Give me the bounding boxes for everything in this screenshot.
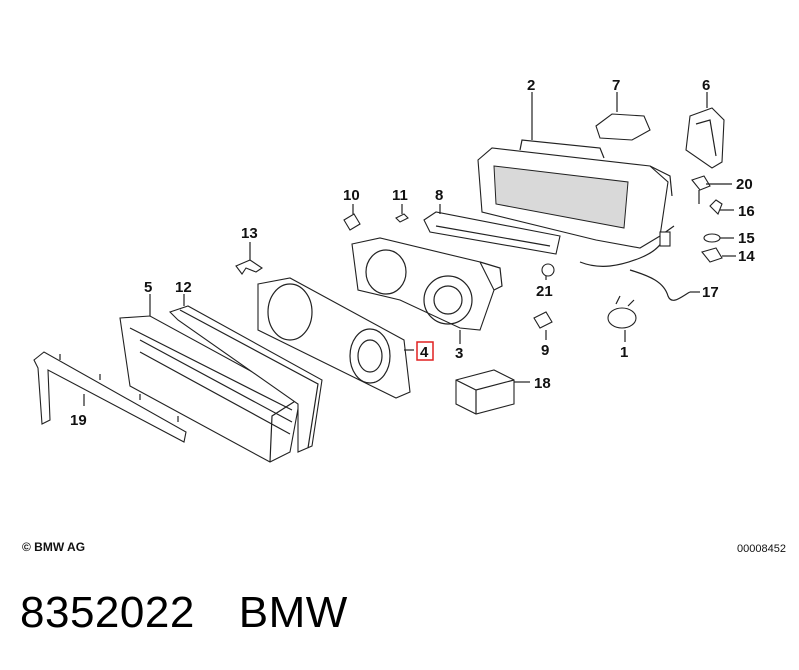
part-3-reflector bbox=[351, 237, 503, 331]
leader-lines bbox=[83, 92, 736, 406]
callout-13: 13 bbox=[241, 225, 258, 242]
catalog-number: 00008452 bbox=[737, 543, 786, 555]
callout-1: 1 bbox=[620, 344, 628, 361]
callout-3: 3 bbox=[455, 345, 463, 362]
callout-7: 7 bbox=[612, 77, 620, 94]
callout-14: 14 bbox=[738, 248, 755, 265]
callout-5: 5 bbox=[144, 279, 152, 296]
callout-8: 8 bbox=[435, 187, 443, 204]
part-20-adjusting-screw bbox=[691, 175, 711, 204]
callout-16: 16 bbox=[738, 203, 755, 220]
part-4-headlight-frame bbox=[257, 277, 411, 399]
part-14-bracket bbox=[701, 247, 723, 263]
part-10-bulb bbox=[343, 213, 361, 231]
part-16-clip bbox=[709, 199, 723, 215]
callout-labels: 1 2 3 4 5 6 7 8 9 10 11 12 13 14 15 16 1… bbox=[70, 77, 755, 429]
copyright-notice: © BMW AG bbox=[22, 540, 86, 554]
callout-10: 10 bbox=[343, 187, 360, 204]
callout-4: 4 bbox=[420, 344, 429, 361]
callout-17: 17 bbox=[702, 284, 719, 301]
callout-4-highlight bbox=[416, 341, 434, 361]
part-17-wiring-harness bbox=[579, 231, 691, 301]
part-6-bracket bbox=[685, 107, 725, 169]
part-19-seal-strip bbox=[33, 351, 187, 443]
callout-11: 11 bbox=[392, 187, 408, 204]
part-11-pin bbox=[395, 213, 409, 223]
part-12-lens-gasket bbox=[168, 305, 323, 453]
part-8-cover-plate bbox=[423, 211, 561, 255]
callout-9: 9 bbox=[541, 342, 549, 359]
part-7-cap bbox=[595, 113, 651, 141]
part-18-box bbox=[455, 369, 515, 415]
footer: 8352022 BMW bbox=[20, 588, 392, 638]
callout-15: 15 bbox=[738, 230, 755, 247]
callout-12: 12 bbox=[175, 279, 192, 296]
callout-2: 2 bbox=[527, 77, 535, 94]
part-9-bulb bbox=[533, 311, 553, 329]
part-13-clip bbox=[235, 259, 263, 275]
callout-6: 6 bbox=[702, 77, 710, 94]
callout-18: 18 bbox=[534, 375, 551, 392]
callout-20: 20 bbox=[736, 176, 753, 193]
part-21-grommet bbox=[541, 263, 555, 277]
part-15-nut bbox=[703, 233, 721, 243]
callout-19: 19 bbox=[70, 412, 87, 429]
part-2-housing bbox=[477, 139, 675, 249]
part-number: 8352022 bbox=[20, 588, 195, 637]
brand-name: BMW bbox=[238, 588, 348, 637]
callout-21: 21 bbox=[536, 283, 553, 300]
part-1-bulb bbox=[607, 295, 637, 329]
